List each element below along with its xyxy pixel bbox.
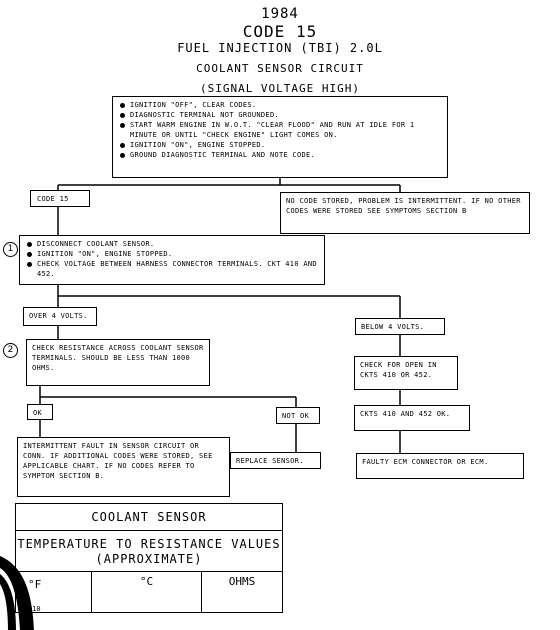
step1-item: IGNITION "ON", ENGINE STOPPED. (25, 249, 319, 259)
start-step: GROUND DIAGNOSTIC TERMINAL AND NOTE CODE… (118, 150, 442, 160)
ok-box: OK (27, 404, 53, 420)
step1-box: DISCONNECT COOLANT SENSOR. IGNITION "ON"… (19, 235, 325, 285)
replace-sensor-box: REPLACE SENSOR. (230, 452, 321, 469)
year-label: 1984 (261, 6, 299, 22)
table-header-row: °F 210 °C OHMS (16, 571, 282, 613)
no-code-box: NO CODE STORED, PROBLEM IS INTERMITTENT.… (280, 192, 530, 234)
start-step: START WARM ENGINE IN W.O.T. "CLEAR FLOOD… (118, 120, 442, 140)
step1-item: DISCONNECT COOLANT SENSOR. (25, 239, 319, 249)
start-procedure-box: IGNITION "OFF", CLEAR CODES. DIAGNOSTIC … (112, 96, 448, 178)
step-1-marker: 1 (3, 242, 18, 257)
col-fahrenheit: °F 210 (16, 572, 92, 613)
start-step: IGNITION "ON", ENGINE STOPPED. (118, 140, 442, 150)
step-2-marker: 2 (3, 343, 18, 358)
code-title: CODE 15 (242, 22, 318, 41)
page-edge-mark (0, 556, 34, 630)
system-title: FUEL INJECTION (TBI) 2.0L (177, 41, 383, 55)
circuit-title: COOLANT SENSOR CIRCUIT (196, 62, 364, 75)
below-4-volts-box: BELOW 4 VOLTS. (355, 318, 445, 335)
col-fahrenheit-label: °F (28, 578, 42, 591)
not-ok-box: NOT OK (276, 407, 320, 424)
col-celsius: °C (92, 572, 202, 612)
start-step: IGNITION "OFF", CLEAR CODES. (118, 100, 442, 110)
faulty-ecm-box: FAULTY ECM CONNECTOR OR ECM. (356, 453, 524, 479)
step2-box: CHECK RESISTANCE ACROSS COOLANT SENSOR T… (26, 339, 210, 386)
code15-box: CODE 15 (30, 190, 90, 207)
ckts-ok-box: CKTS 410 AND 452 OK. (354, 405, 470, 431)
intermittent-fault-box: INTERMITTENT FAULT IN SENSOR CIRCUIT OR … (17, 437, 230, 497)
condition-title: (SIGNAL VOLTAGE HIGH) (199, 82, 361, 95)
table-title: COOLANT SENSOR (16, 504, 282, 531)
coolant-sensor-table: COOLANT SENSOR TEMPERATURE TO RESISTANCE… (15, 503, 283, 613)
step1-item: CHECK VOLTAGE BETWEEN HARNESS CONNECTOR … (25, 259, 319, 279)
first-fahrenheit-value: 210 (28, 605, 41, 613)
check-open-box: CHECK FOR OPEN IN CKTS 410 OR 452. (354, 356, 458, 390)
col-ohms: OHMS (228, 575, 256, 588)
start-step: DIAGNOSTIC TERMINAL NOT GROUNDED. (118, 110, 442, 120)
over-4-volts-box: OVER 4 VOLTS. (23, 307, 97, 326)
table-subtitle: TEMPERATURE TO RESISTANCE VALUES (APPROX… (17, 537, 281, 566)
